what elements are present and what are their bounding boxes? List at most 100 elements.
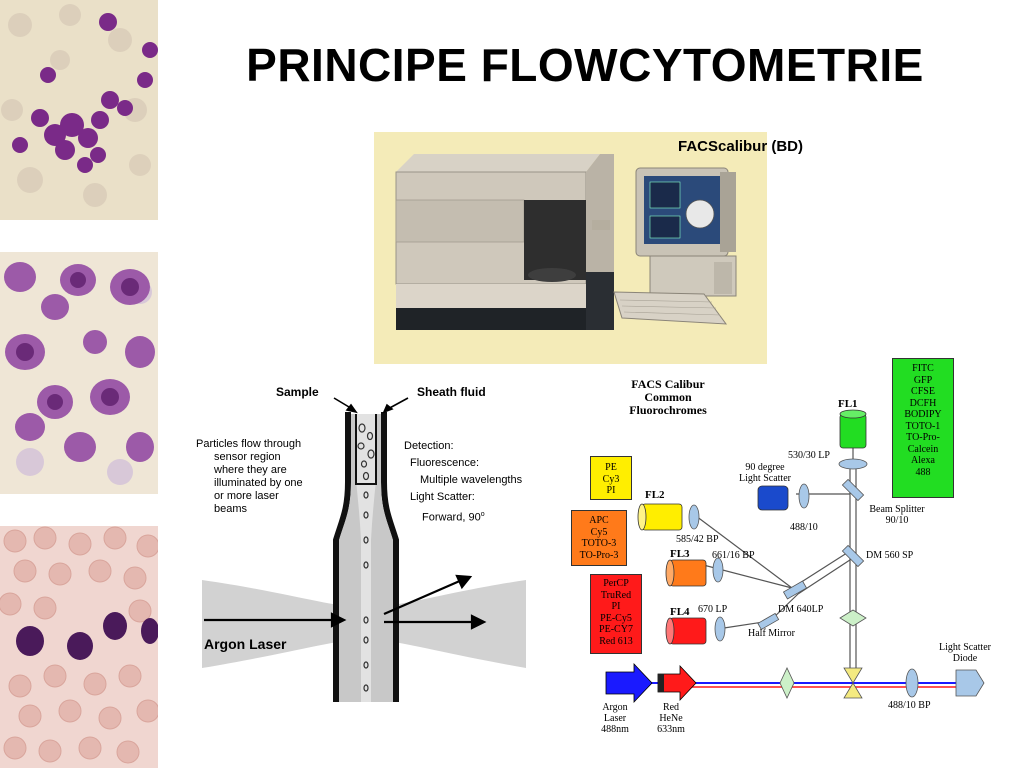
fl3-detector-icon (669, 559, 707, 587)
filter-icon (688, 504, 700, 530)
lens-icon (779, 667, 795, 699)
dichroic-mirror-icon (782, 580, 808, 600)
dye-name: BODIPY (904, 409, 942, 420)
facs-title-line: FACS Calibur (631, 377, 705, 391)
dye-name: Cy3 (602, 473, 620, 485)
sample-label: Sample (276, 385, 319, 399)
scatter-90-line: Light Scatter (739, 473, 791, 484)
beam-splitter-icon (841, 478, 865, 502)
particles-line: illuminated by one (214, 477, 303, 489)
dye-name: Alexa (911, 455, 935, 466)
facs-title-line: Common Fluorochromes (629, 390, 707, 417)
filter-661-label: 661/16 BP (712, 550, 755, 561)
fl4-label: FL4 (670, 606, 690, 618)
particles-line: sensor region (214, 451, 281, 463)
dye-name: TOTO-3 (581, 538, 617, 549)
detection-line: Fluorescence: (410, 457, 480, 469)
detection-description: Detection: Fluorescence: Multiple wavele… (404, 438, 522, 527)
filter-670-label: 670 LP (698, 604, 728, 615)
dm640-label: DM 640LP (778, 604, 824, 615)
sheath-fluid-label: Sheath fluid (417, 385, 486, 399)
dye-name: FITC (912, 363, 934, 374)
forward-text: Forward, 90 (422, 511, 481, 524)
dye-name: PE (605, 462, 617, 473)
blood-smear-image-2 (0, 252, 158, 494)
dye-name: DCFH (909, 397, 937, 409)
scatter-detector-icon (757, 485, 789, 511)
detection-line: Detection: (404, 440, 454, 452)
particles-line: or more laser (214, 490, 279, 502)
dye-name: PI (606, 485, 616, 496)
argon-line: Laser (603, 713, 627, 724)
filter-530-label: 530/30 LP (788, 450, 830, 461)
dye-name: TOTO-1 (905, 420, 941, 432)
half-mirror-icon (757, 612, 780, 631)
light-scatter-diode-line: Light Scatter (939, 642, 991, 653)
dichroic-mirror-icon (841, 544, 865, 568)
dye-name: PerCP (603, 578, 629, 589)
fl1-label: FL1 (838, 398, 858, 410)
particles-line: beams (214, 503, 248, 515)
fl2-label: FL2 (645, 489, 665, 501)
red-line: 633nm (657, 724, 685, 735)
fl2-dye-box: PE Cy3 PI (590, 456, 632, 500)
facs-optics-diagram (605, 409, 985, 704)
fl3-label: FL3 (670, 548, 690, 560)
degree-symbol: o (480, 511, 485, 518)
flow-cell-diagram (202, 397, 526, 702)
filter-585-label: 585/42 BP (676, 534, 719, 545)
half-mirror-label: Half Mirror (748, 628, 795, 639)
dye-name: GFP (913, 374, 933, 386)
dye-name: Cy5 (590, 526, 608, 538)
dye-name: PE-CY7 (599, 624, 633, 635)
beam-splitter-line: Beam Splitter (869, 504, 925, 515)
blood-smear-image-3 (0, 526, 158, 768)
dye-name: TO-Pro- (906, 432, 940, 443)
beam-splitter-label: Beam Splitter 90/10 (862, 504, 932, 526)
filter-icon (798, 483, 810, 509)
filter-icon (714, 616, 726, 642)
blood-smear-image-1 (0, 0, 158, 220)
dye-name: Calcein (907, 443, 939, 455)
dye-name: CFSE (911, 386, 935, 397)
flow-cell-icon (843, 667, 863, 699)
scatter-90-line: 90 degree (745, 462, 785, 473)
fl1-detector-icon (839, 413, 867, 449)
argon-laser-label: Argon Laser (204, 636, 287, 652)
dye-name: TO-Pro-3 (579, 549, 619, 561)
red-line: Red (662, 702, 680, 713)
detection-line: Light Scatter: (410, 491, 475, 503)
filter-488-10-bp-label: 488/10 BP (888, 700, 931, 711)
scatter-arrow (383, 578, 463, 616)
red-line: HeNe (659, 713, 683, 724)
argon-laser-source-label: Argon Laser 488nm (590, 702, 640, 735)
particles-line: Particles flow through (196, 438, 302, 450)
particles-line: where they are (214, 464, 287, 476)
beam-splitter-line: 90/10 (885, 515, 909, 526)
lens-icon (839, 609, 867, 627)
dye-name: 488 (915, 466, 931, 478)
detection-line: Multiple wavelengths (420, 474, 523, 486)
argon-line: Argon (602, 702, 628, 713)
facscalibur-photo (374, 132, 767, 364)
dm560-label: DM 560 SP (866, 550, 914, 561)
flow-channel-wall-left (333, 412, 351, 702)
flow-channel-wall-right (381, 412, 399, 702)
particles-description: Particles flow through sensor region whe… (196, 438, 303, 516)
photo-caption: FACScalibur (BD) (678, 138, 804, 155)
light-scatter-diode-icon (955, 669, 985, 697)
argon-line: 488nm (601, 724, 629, 735)
dye-name: PE-Cy5 (600, 612, 632, 624)
fl1-dye-box: FITC GFP CFSE DCFH BODIPY TOTO-1 TO-Pro-… (892, 358, 954, 498)
scatter-90-label: 90 degree Light Scatter (730, 462, 800, 484)
slide-title: PRINCIPE FLOWCYTOMETRIE (246, 39, 924, 91)
dye-name: PI (611, 601, 621, 612)
dye-name: TruRed (600, 589, 632, 601)
argon-laser-icon (605, 662, 653, 704)
facs-diagram-title: FACS Calibur Common Fluorochromes (608, 378, 728, 417)
fl4-detector-icon (669, 617, 707, 645)
filter-icon (905, 668, 919, 698)
filter-488-10-label: 488/10 (790, 522, 818, 533)
fl3a-dye-box: APC Cy5 TOTO-3 TO-Pro-3 (571, 510, 627, 566)
light-scatter-diode-line: Diode (952, 653, 978, 664)
